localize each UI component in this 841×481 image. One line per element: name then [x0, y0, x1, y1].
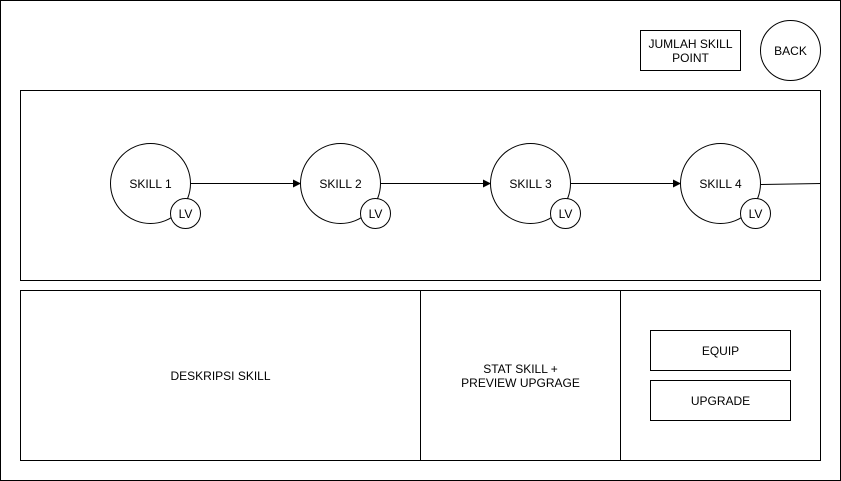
- skill-node-label: SKILL 1: [129, 176, 172, 191]
- skill-node-2[interactable]: SKILL 2: [300, 143, 381, 224]
- equip-button[interactable]: EQUIP: [650, 330, 791, 371]
- skill-node-label: SKILL 3: [509, 176, 552, 191]
- skill-node-label: SKILL 4: [699, 176, 742, 191]
- skill-description-panel: DESKRIPSI SKILL: [20, 290, 421, 461]
- skill-level-label: LV: [748, 206, 763, 221]
- skill-stat-label: STAT SKILL + PREVIEW UPGRAGE: [461, 361, 580, 390]
- skill-level-label: LV: [558, 206, 573, 221]
- skill-level-badge: LV: [360, 198, 391, 229]
- skill-node-label: SKILL 2: [319, 176, 362, 191]
- skill-points-label: JUMLAH SKILL POINT: [648, 36, 733, 65]
- skill-level-badge: LV: [740, 198, 771, 229]
- skill-level-label: LV: [368, 206, 383, 221]
- equip-button-label: EQUIP: [701, 343, 740, 358]
- back-button[interactable]: BACK: [760, 20, 821, 81]
- skill-level-badge: LV: [550, 198, 581, 229]
- skill-description-label: DESKRIPSI SKILL: [170, 368, 271, 383]
- skill-stat-panel: STAT SKILL + PREVIEW UPGRAGE: [420, 290, 621, 461]
- skill-level-badge: LV: [170, 198, 201, 229]
- skill-level-label: LV: [178, 206, 193, 221]
- back-button-label: BACK: [774, 43, 807, 58]
- upgrade-button-label: UPGRADE: [690, 393, 751, 408]
- skill-points-display: JUMLAH SKILL POINT: [640, 30, 741, 71]
- skill-action-panel: EQUIP UPGRADE: [620, 290, 821, 461]
- upgrade-button[interactable]: UPGRADE: [650, 380, 791, 421]
